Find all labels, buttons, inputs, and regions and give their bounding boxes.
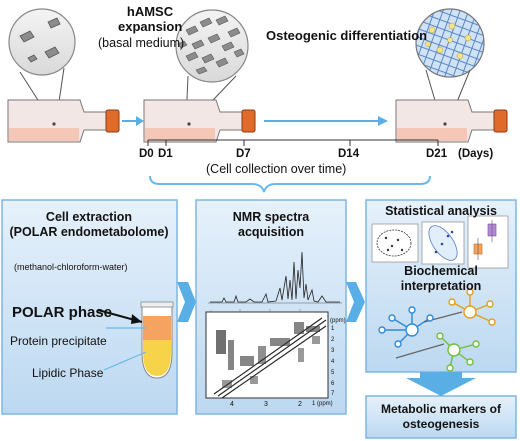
nmr-y-tick-3: 3 bbox=[331, 348, 335, 354]
confluent-culture-circle bbox=[175, 9, 249, 83]
pca-scatter-plot bbox=[371, 223, 419, 263]
panel-arrow-1 bbox=[177, 282, 196, 322]
nmr-2d-spectrum bbox=[205, 309, 329, 399]
expansion-title: hAMSC expansion bbox=[118, 4, 183, 34]
flask-3 bbox=[395, 99, 508, 143]
timeline bbox=[147, 139, 439, 146]
nmr-y-tick-4: 4 bbox=[331, 359, 335, 365]
osteogenic-title: Osteogenic differentiation bbox=[266, 28, 428, 43]
nmr-y-tick-2: 2 bbox=[331, 337, 335, 343]
extraction-panel bbox=[1, 199, 178, 415]
timeline-caption: (Cell collection over time) bbox=[206, 162, 347, 176]
extraction-title: Cell extraction (POLAR endometabolome) bbox=[9, 210, 169, 239]
flask-2 bbox=[143, 99, 256, 143]
polar-phase-label: POLAR phase bbox=[12, 304, 113, 321]
nmr-y-tick-6: 6 bbox=[331, 381, 335, 387]
nmr-ppm-label: (ppm) bbox=[330, 318, 346, 324]
nmr-title: NMR spectra acquisition bbox=[232, 210, 310, 239]
extraction-tube bbox=[140, 301, 174, 379]
nmr-x-tick-3: 3 bbox=[264, 401, 268, 408]
lipidic-phase-label: Lipidic Phase bbox=[32, 366, 104, 380]
protein-precipitate-label: Protein precipitate bbox=[10, 334, 107, 348]
collection-brace bbox=[149, 175, 431, 193]
metabolic-network bbox=[378, 288, 496, 372]
nmr-x-tick-4: 4 bbox=[230, 401, 234, 408]
day-d21: D21 bbox=[426, 148, 448, 160]
flask-1 bbox=[7, 99, 120, 143]
result-title: Metabolic markers of osteogenesis bbox=[380, 402, 502, 431]
nmr-y-tick-1: 1 bbox=[331, 326, 335, 332]
nmr-y-tick-5: 5 bbox=[331, 370, 335, 376]
osteogenic-culture-circle bbox=[415, 8, 485, 78]
day-d7: D7 bbox=[236, 148, 251, 160]
panel-arrow-2 bbox=[346, 282, 365, 322]
expansion-subtitle: (basal medium) bbox=[98, 36, 185, 50]
basal-culture-circle bbox=[8, 8, 76, 76]
day-d14: D14 bbox=[338, 148, 360, 160]
result-panel bbox=[365, 395, 517, 439]
days-unit: (Days) bbox=[458, 148, 494, 160]
stats-title: Statistical analysis bbox=[385, 204, 497, 218]
nmr-x-tick-1: 1 (ppm) bbox=[312, 401, 333, 407]
loadings-plot bbox=[421, 221, 465, 265]
nmr-1d-spectrum bbox=[208, 251, 342, 304]
nmr-y-tick-7: 7 bbox=[331, 391, 335, 397]
box-plot bbox=[467, 215, 509, 269]
day-d1: D1 bbox=[158, 148, 173, 160]
nmr-x-tick-2: 2 bbox=[298, 401, 302, 408]
extraction-solvent: (methanol-chloroform-water) bbox=[14, 262, 128, 272]
day-d0: D0 bbox=[139, 148, 154, 160]
panel-arrow-down bbox=[406, 372, 476, 396]
biochem-title: Biochemical interpretation bbox=[400, 264, 482, 293]
